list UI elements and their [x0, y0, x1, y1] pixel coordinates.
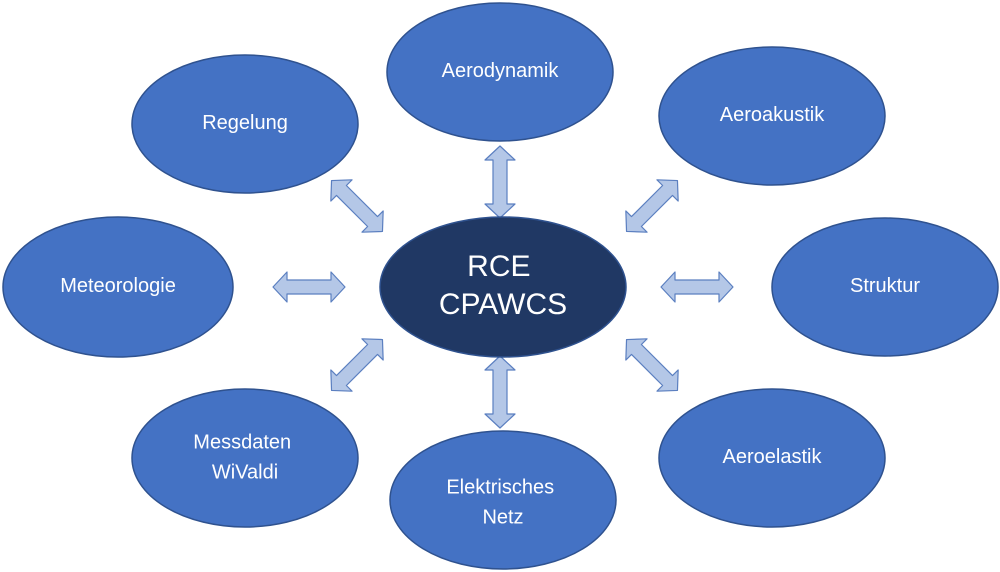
node-aeroelastik-label: Aeroelastik [723, 446, 823, 468]
arrow-aeroelastik [625, 338, 679, 392]
node-elektrisches-netz: Elektrisches Netz [389, 430, 617, 570]
node-struktur-label: Struktur [850, 275, 920, 297]
node-aerodynamik-shape [386, 2, 614, 142]
node-regelung-shape [131, 54, 359, 194]
node-messdaten-wivaldi-label: Messdaten WiValdi [193, 426, 296, 483]
node-regelung-label: Regelung [202, 112, 288, 134]
node-struktur: Struktur [771, 217, 999, 357]
node-aeroakustik-shape [658, 46, 886, 186]
node-messdaten-wivaldi: Messdaten WiValdi [131, 388, 359, 528]
center-node-shape [379, 216, 627, 358]
node-regelung: Regelung [131, 54, 359, 194]
node-elektrisches-netz-label: Elektrisches Netz [446, 471, 559, 528]
node-meteorologie: Meteorologie [2, 216, 234, 358]
node-meteorologie-label: Meteorologie [60, 275, 176, 297]
arrow-messdaten-wivaldi [330, 338, 384, 392]
node-aerodynamik-label: Aerodynamik [442, 60, 560, 82]
center-node-label: RCE CPAWCS [439, 242, 567, 321]
node-elektrisches-netz-shape [389, 430, 617, 570]
node-meteorologie-shape [2, 216, 234, 358]
node-struktur-shape [771, 217, 999, 357]
node-aeroelastik-shape [658, 388, 886, 528]
arrow-regelung [330, 179, 384, 233]
arrow-elektrisches-netz [484, 355, 516, 429]
node-aeroakustik: Aeroakustik [658, 46, 886, 186]
node-aeroelastik: Aeroelastik [658, 388, 886, 528]
node-messdaten-wivaldi-shape [131, 388, 359, 528]
arrow-aerodynamik [484, 145, 516, 219]
node-aerodynamik: Aerodynamik [386, 2, 614, 142]
arrow-meteorologie [272, 271, 346, 303]
center-node: RCE CPAWCS [379, 216, 627, 358]
node-aeroakustik-label: Aeroakustik [720, 104, 825, 126]
arrow-struktur [660, 271, 734, 303]
arrow-aeroakustik [625, 179, 679, 233]
connector-arrows [272, 145, 734, 429]
